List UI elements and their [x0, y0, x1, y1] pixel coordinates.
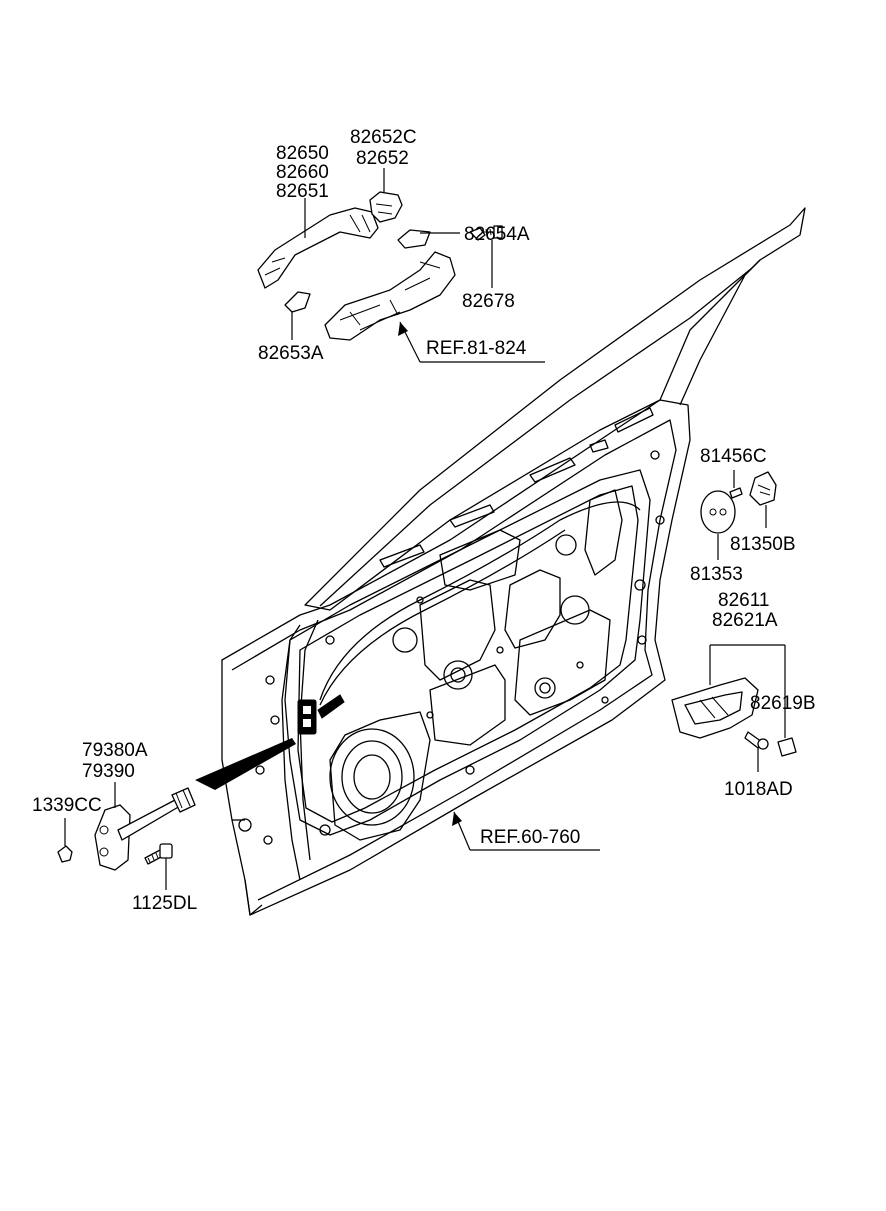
- label-82653A: 82653A: [258, 343, 324, 364]
- hinge-pointer-arrow: [195, 738, 296, 790]
- part-labels: 82650 82660 82651 82652C 82652 82654A 82…: [32, 127, 816, 914]
- leader-lines: [64, 168, 786, 890]
- label-ref-60-760: REF.60-760: [480, 827, 580, 848]
- label-1018AD: 1018AD: [724, 779, 793, 800]
- label-81456C: 81456C: [700, 446, 767, 467]
- label-81353: 81353: [690, 564, 743, 585]
- label-1339CC: 1339CC: [32, 795, 102, 816]
- label-1125DL: 1125DL: [132, 893, 197, 914]
- label-81350B: 81350B: [730, 534, 796, 555]
- label-82650: 82650: [276, 143, 329, 164]
- label-82652C: 82652C: [350, 127, 417, 148]
- front-door-panel: [221, 207, 806, 916]
- label-82651: 82651: [276, 181, 329, 202]
- label-ref-81-824: REF.81-824: [426, 338, 527, 359]
- label-82619B: 82619B: [750, 693, 816, 714]
- door-checker-assembly: [57, 787, 196, 871]
- label-82660: 82660: [276, 162, 329, 183]
- label-82611: 82611: [718, 590, 769, 611]
- label-79390: 79390: [82, 761, 135, 782]
- outside-handle-assembly: [257, 191, 503, 341]
- label-82678: 82678: [462, 291, 515, 312]
- inside-handle-assembly: [671, 677, 797, 757]
- label-82652: 82652: [356, 148, 409, 169]
- label-82621A: 82621A: [712, 610, 778, 631]
- fuel-door-parts: [700, 471, 777, 534]
- label-82654A: 82654A: [464, 224, 530, 245]
- label-79380A: 79380A: [82, 740, 148, 761]
